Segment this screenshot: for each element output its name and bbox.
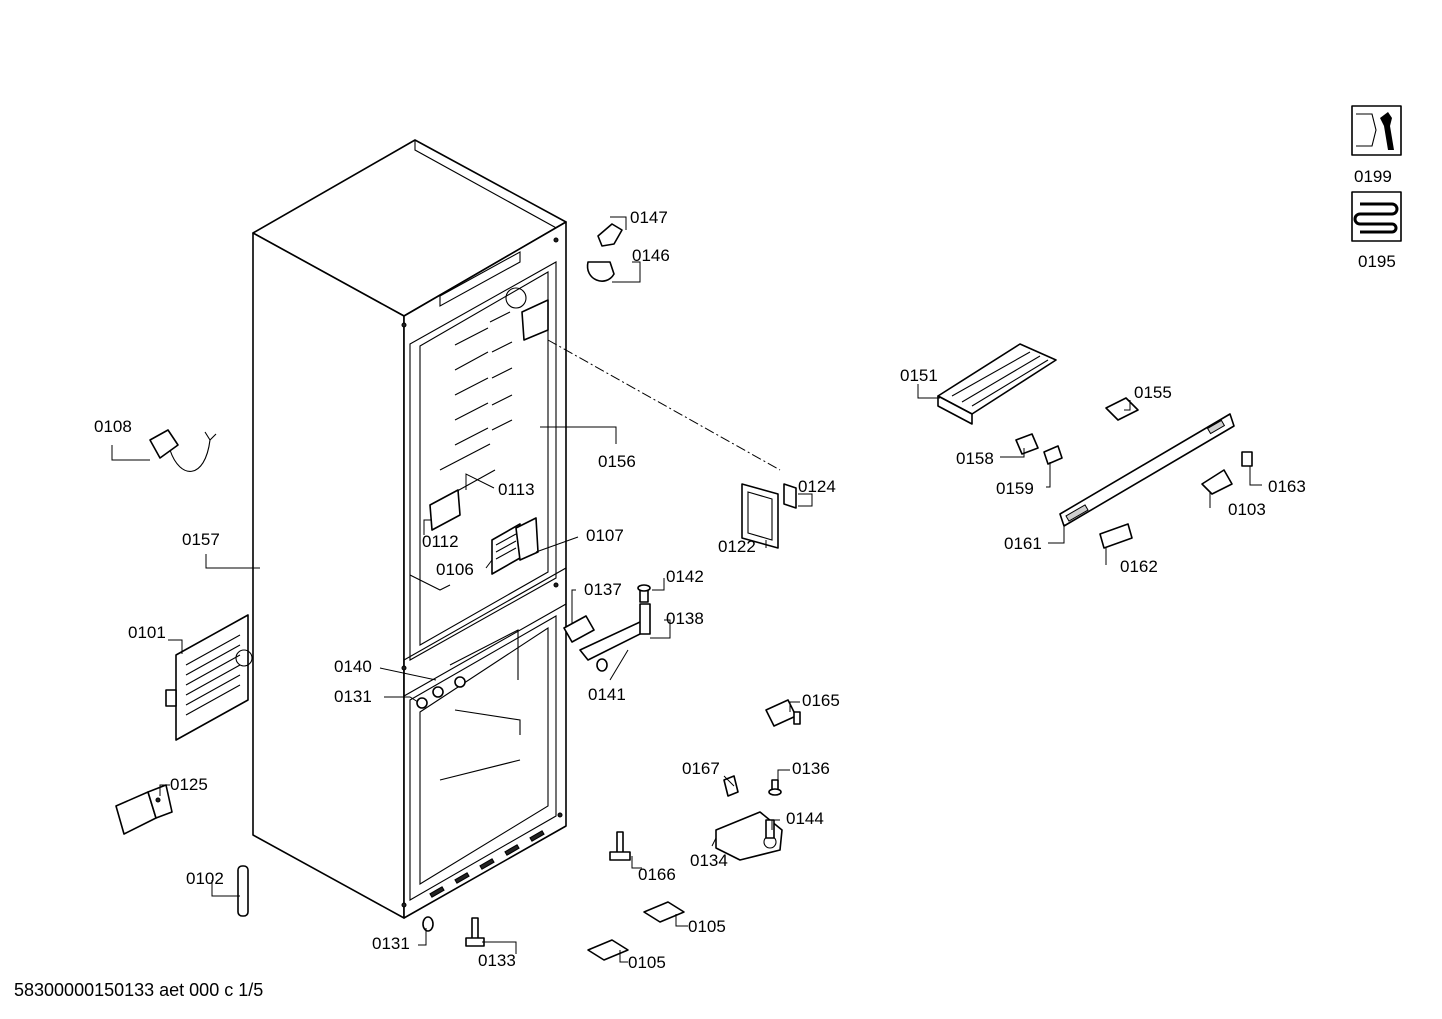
part-0161-handle-strip (1059, 413, 1235, 527)
callout-0138: 0138 (666, 609, 704, 628)
part-0146-cover (586, 261, 615, 282)
callout-0103: 0103 (1228, 500, 1266, 519)
part-0103-cover (1201, 469, 1233, 495)
part-0137-hinge-cover (563, 615, 595, 643)
connection-line (547, 339, 781, 471)
part-0165-switch (765, 699, 801, 727)
callout-0113: 0113 (498, 480, 535, 499)
part-0167-clip (723, 775, 739, 797)
callout-0141: 0141 (588, 685, 626, 704)
callout-0156: 0156 (598, 452, 636, 471)
heater-coil-icon (1351, 191, 1402, 242)
callout-0105-lower: 0105 (628, 953, 666, 972)
callout-0107: 0107 (586, 526, 624, 545)
callout-0161: 0161 (1004, 534, 1042, 553)
part-0101-rear-grille (165, 614, 253, 741)
document-code: 58300000150133 aet 000 c 1/5 (14, 980, 264, 1000)
part-0131-cap (416, 697, 428, 709)
leader-lines (111, 216, 1262, 963)
part-0147-clip (597, 223, 623, 247)
part-0112-bracket (429, 489, 461, 531)
icon-label: 0199 (1354, 167, 1392, 186)
callout-0147: 0147 (630, 208, 668, 227)
callout-0131-lower: 0131 (372, 934, 410, 953)
callout-labels: 0147 0146 0108 0156 0113 0124 0122 0157 … (94, 208, 1306, 972)
callout-0133: 0133 (478, 951, 516, 970)
callout-0140: 0140 (334, 657, 372, 676)
part-0158-switch (1015, 433, 1039, 455)
callout-0137: 0137 (584, 580, 622, 599)
callout-0163: 0163 (1268, 477, 1306, 496)
callout-0106: 0106 (436, 560, 474, 579)
callout-0124: 0124 (798, 477, 836, 496)
callout-0125: 0125 (170, 775, 208, 794)
callout-0167: 0167 (682, 759, 720, 778)
callout-0165: 0165 (802, 691, 840, 710)
callout-0155: 0155 (1134, 383, 1172, 402)
part-0108-power-plug (149, 429, 217, 472)
callout-0166: 0166 (638, 865, 676, 884)
callout-0108: 0108 (94, 417, 132, 436)
part-0162-label (1099, 523, 1133, 549)
callout-0158: 0158 (956, 449, 994, 468)
part-0133-foot-screw (465, 917, 485, 947)
part-0141-washer (596, 658, 608, 672)
callout-0134: 0134 (690, 851, 728, 870)
part-0163-label (1241, 451, 1253, 467)
callout-0142: 0142 (666, 567, 704, 586)
icon-label: 0195 (1358, 252, 1396, 271)
part-0107-lamp-housing (515, 517, 539, 561)
part-0151-control-module (937, 343, 1057, 425)
callout-0146: 0146 (632, 246, 670, 265)
callout-0101: 0101 (128, 623, 166, 642)
callout-0159: 0159 (996, 479, 1034, 498)
part-0122-panel (741, 483, 779, 549)
part-0140-cap (432, 686, 444, 698)
part-0105-bracket-lower (587, 939, 629, 961)
wrench-nut-icon (1351, 105, 1402, 156)
part-0134-lower-hinge (715, 811, 783, 861)
part-0105-bracket-upper (643, 901, 685, 923)
callout-0105-upper: 0105 (688, 917, 726, 936)
callout-0157: 0157 (182, 530, 220, 549)
part-0166-foot (609, 831, 631, 861)
part-0131-lower-cap (422, 916, 434, 932)
callout-0136: 0136 (792, 759, 830, 778)
callout-0131-upper: 0131 (334, 687, 372, 706)
part-0142-hinge-pin (637, 584, 651, 603)
part-0125-relay (115, 784, 173, 835)
part-0124-insert (783, 483, 797, 509)
callout-0144: 0144 (786, 809, 824, 828)
callout-0122: 0122 (718, 537, 756, 556)
callout-0162: 0162 (1120, 557, 1158, 576)
callout-0112: 0112 (422, 532, 459, 551)
part-0156-control-box (521, 299, 549, 341)
part-0159-button (1043, 445, 1063, 465)
fridge-cabinet (252, 139, 567, 919)
part-0102-filter-drier (237, 865, 249, 917)
part-0138-middle-hinge (563, 603, 651, 661)
callout-0151: 0151 (900, 366, 938, 385)
part-0136-screw (768, 779, 782, 796)
callout-0102: 0102 (186, 869, 224, 888)
